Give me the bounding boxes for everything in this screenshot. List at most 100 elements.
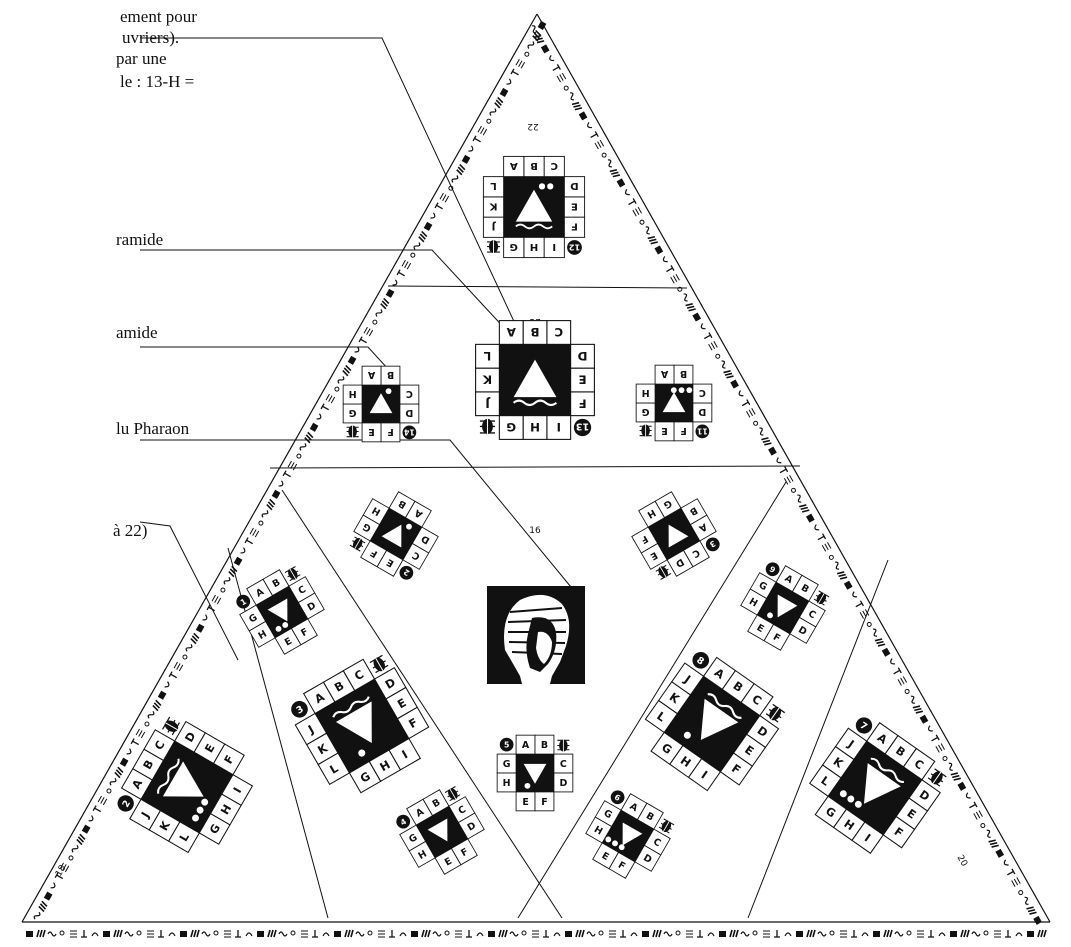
scarab-icon: [347, 426, 359, 438]
tile-r1: ABCDEFGH9: [731, 556, 834, 659]
leader-line-2: [140, 347, 398, 380]
bottom-1-letter: B: [530, 325, 539, 339]
dot-0: [547, 183, 553, 189]
bottom-1-letter: A: [660, 368, 668, 379]
left-0-letter: D: [405, 407, 413, 418]
scarab-icon: [369, 654, 389, 674]
pyramid-right-edge: [537, 14, 1050, 922]
left-1-letter: C: [406, 388, 413, 399]
bottom-1-letter: F: [541, 797, 547, 808]
right-2-letter: L: [483, 349, 491, 363]
right-0-letter: C: [560, 759, 567, 770]
left-2-letter: D: [577, 349, 587, 363]
left-0-letter: F: [578, 396, 586, 410]
scarab-icon: [162, 716, 182, 736]
top-2-letter: G: [510, 241, 518, 252]
bottom-2-letter: A: [506, 325, 516, 339]
tile-l3: ABCDEFGH4: [390, 780, 493, 883]
top-0-letter: F: [680, 425, 686, 436]
right-2-letter: L: [490, 180, 497, 191]
dot-2: [671, 387, 677, 393]
scarab-icon: [813, 590, 829, 606]
tile-number: 12: [568, 242, 580, 252]
tile-number: 14: [403, 427, 414, 436]
tile-number: 13: [576, 421, 590, 432]
scarab-icon: [487, 240, 500, 253]
right-1-letter: K: [482, 373, 492, 387]
dot-1: [679, 387, 685, 393]
scarab-icon: [658, 818, 674, 834]
scarab-icon: [285, 566, 301, 582]
scarab-icon: [655, 564, 671, 580]
border-left: [32, 21, 547, 921]
bottom-2-letter: A: [510, 160, 518, 171]
left-0-letter: F: [571, 221, 578, 232]
collar: [520, 676, 552, 684]
bottom-0-letter: E: [522, 797, 528, 808]
zone-number-top: 22: [527, 121, 538, 131]
tile-22: I H G JKL C B A FED 12: [483, 156, 584, 257]
tile-l1: ABCDEFGH1: [230, 560, 333, 663]
leader-line-3: [140, 440, 580, 598]
leader-line-1: [140, 250, 508, 332]
tile-l2: ABCDEFGHIJKL3: [284, 648, 440, 804]
bottom-0-letter: B: [387, 369, 394, 380]
scarab-icon: [640, 425, 652, 437]
tile-ll: ABCDEFGHIJKL2: [110, 710, 263, 863]
tile-14: FEGHBADC14: [343, 366, 419, 442]
top-1-letter: H: [530, 241, 538, 252]
left-1-letter: E: [571, 200, 578, 211]
divider-line-0: [388, 286, 687, 288]
dot-0: [525, 783, 531, 789]
left-2-letter: D: [570, 180, 578, 191]
left-1-letter: C: [699, 387, 706, 398]
bottom-0-letter: C: [551, 160, 558, 171]
tile-r3: ABCDEFGH6: [576, 784, 679, 887]
tile-11: F EGH B A DC 11: [636, 365, 712, 441]
scarab-icon: [557, 739, 569, 751]
right-0-letter: G: [642, 406, 650, 417]
leader-line-4: [140, 522, 238, 660]
bottom-0-letter: B: [680, 368, 687, 379]
top-0-letter: I: [552, 241, 556, 252]
dot-0: [686, 387, 692, 393]
zone-number-center: 16: [529, 526, 541, 536]
right-0-letter: J: [492, 221, 497, 232]
top-0-letter: F: [387, 426, 393, 437]
left-0-letter: D: [698, 406, 706, 417]
zone-number-bottom-right: 20: [955, 854, 970, 869]
scarab-icon: [480, 419, 495, 434]
tile-number: 11: [697, 426, 708, 435]
tile-c: AB CD E F GH 5: [497, 735, 573, 811]
right-1-letter: H: [642, 387, 650, 398]
scarab-icon: [445, 786, 461, 802]
left-0-letter: G: [503, 759, 511, 770]
pharaoh-head-icon: [487, 586, 585, 684]
left-1-letter: E: [578, 373, 586, 387]
top-1-letter: B: [541, 740, 548, 751]
right-1-letter: D: [559, 778, 567, 789]
right-1-letter: H: [349, 388, 357, 399]
tile-number: 5: [504, 741, 509, 750]
divider-line-1: [270, 466, 800, 468]
top-1-letter: E: [368, 426, 374, 437]
tile-ur: CDEFGHAB3: [622, 482, 725, 585]
top-2-letter: G: [506, 420, 516, 434]
dot-0: [386, 388, 392, 394]
dot-1: [539, 183, 545, 189]
left-1-letter: H: [503, 778, 511, 789]
border-base: [26, 930, 1046, 937]
right-1-letter: K: [488, 200, 497, 211]
bottom-0-letter: C: [554, 325, 563, 339]
top-1-letter: H: [530, 420, 540, 434]
top-1-letter: E: [661, 425, 667, 436]
top-0-letter: A: [522, 740, 530, 751]
top-0-letter: I: [557, 420, 561, 434]
right-0-letter: G: [349, 407, 357, 418]
bottom-1-letter: B: [530, 160, 538, 171]
scarab-icon: [349, 535, 365, 551]
